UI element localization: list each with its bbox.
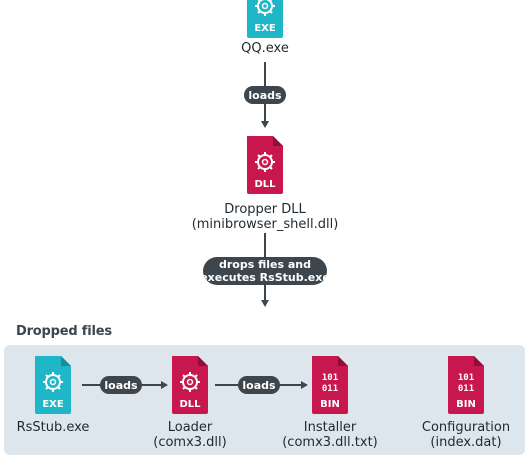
- file-type-label: BIN: [456, 399, 476, 410]
- node-sublabel: (comx3.dll): [153, 435, 227, 450]
- arrow-head: [301, 381, 308, 389]
- edge-label-drops: drops files and executes RsStub.exe: [200, 257, 330, 285]
- edge-label-loads: loads: [244, 86, 286, 104]
- dll-file-icon: DLL: [172, 356, 208, 414]
- arrow-head: [161, 381, 168, 389]
- node-rsstub-exe: EXE RsStub.exe: [13, 356, 93, 435]
- node-qq-exe: EXE QQ.exe: [225, 0, 305, 56]
- node-dropper-dll: DLL Dropper DLL (minibrowser_shell.dll): [185, 136, 345, 232]
- node-label: RsStub.exe: [16, 420, 90, 435]
- file-type-label: DLL: [179, 399, 201, 410]
- bin-file-icon: 101 011 BIN: [312, 356, 348, 414]
- edge-label-loads: loads: [238, 376, 280, 394]
- svg-text:101: 101: [458, 373, 474, 383]
- node-label: Loader: [167, 420, 213, 435]
- node-label: Configuration: [421, 420, 511, 435]
- node-installer-bin: 101 011 BIN Installer (comx3.dll.txt): [276, 356, 384, 450]
- panel-title: Dropped files: [16, 324, 112, 339]
- svg-text:011: 011: [458, 384, 474, 394]
- node-loader-dll: DLL Loader (comx3.dll): [138, 356, 242, 450]
- exe-file-icon: EXE: [35, 356, 71, 414]
- node-configuration-bin: 101 011 BIN Configuration (index.dat): [416, 356, 516, 450]
- arrow-head: [261, 121, 269, 128]
- svg-text:101: 101: [322, 373, 338, 383]
- dll-file-icon: DLL: [247, 136, 283, 194]
- exe-file-icon: EXE: [247, 0, 283, 38]
- node-sublabel: (index.dat): [430, 435, 502, 450]
- bin-file-icon: 101 011 BIN: [448, 356, 484, 414]
- node-sublabel: (minibrowser_shell.dll): [191, 217, 339, 232]
- file-type-label: BIN: [320, 399, 340, 410]
- edge-label-loads: loads: [100, 376, 142, 394]
- node-label: QQ.exe: [241, 41, 289, 56]
- file-type-label: DLL: [254, 179, 276, 190]
- arrow-head: [261, 300, 269, 307]
- node-sublabel: (comx3.dll.txt): [282, 435, 378, 450]
- file-type-label: EXE: [254, 23, 276, 34]
- node-label: Dropper DLL: [224, 202, 306, 217]
- file-type-label: EXE: [42, 399, 64, 410]
- svg-text:011: 011: [322, 384, 338, 394]
- dropped-files-panel: [4, 345, 525, 455]
- node-label: Installer: [303, 420, 357, 435]
